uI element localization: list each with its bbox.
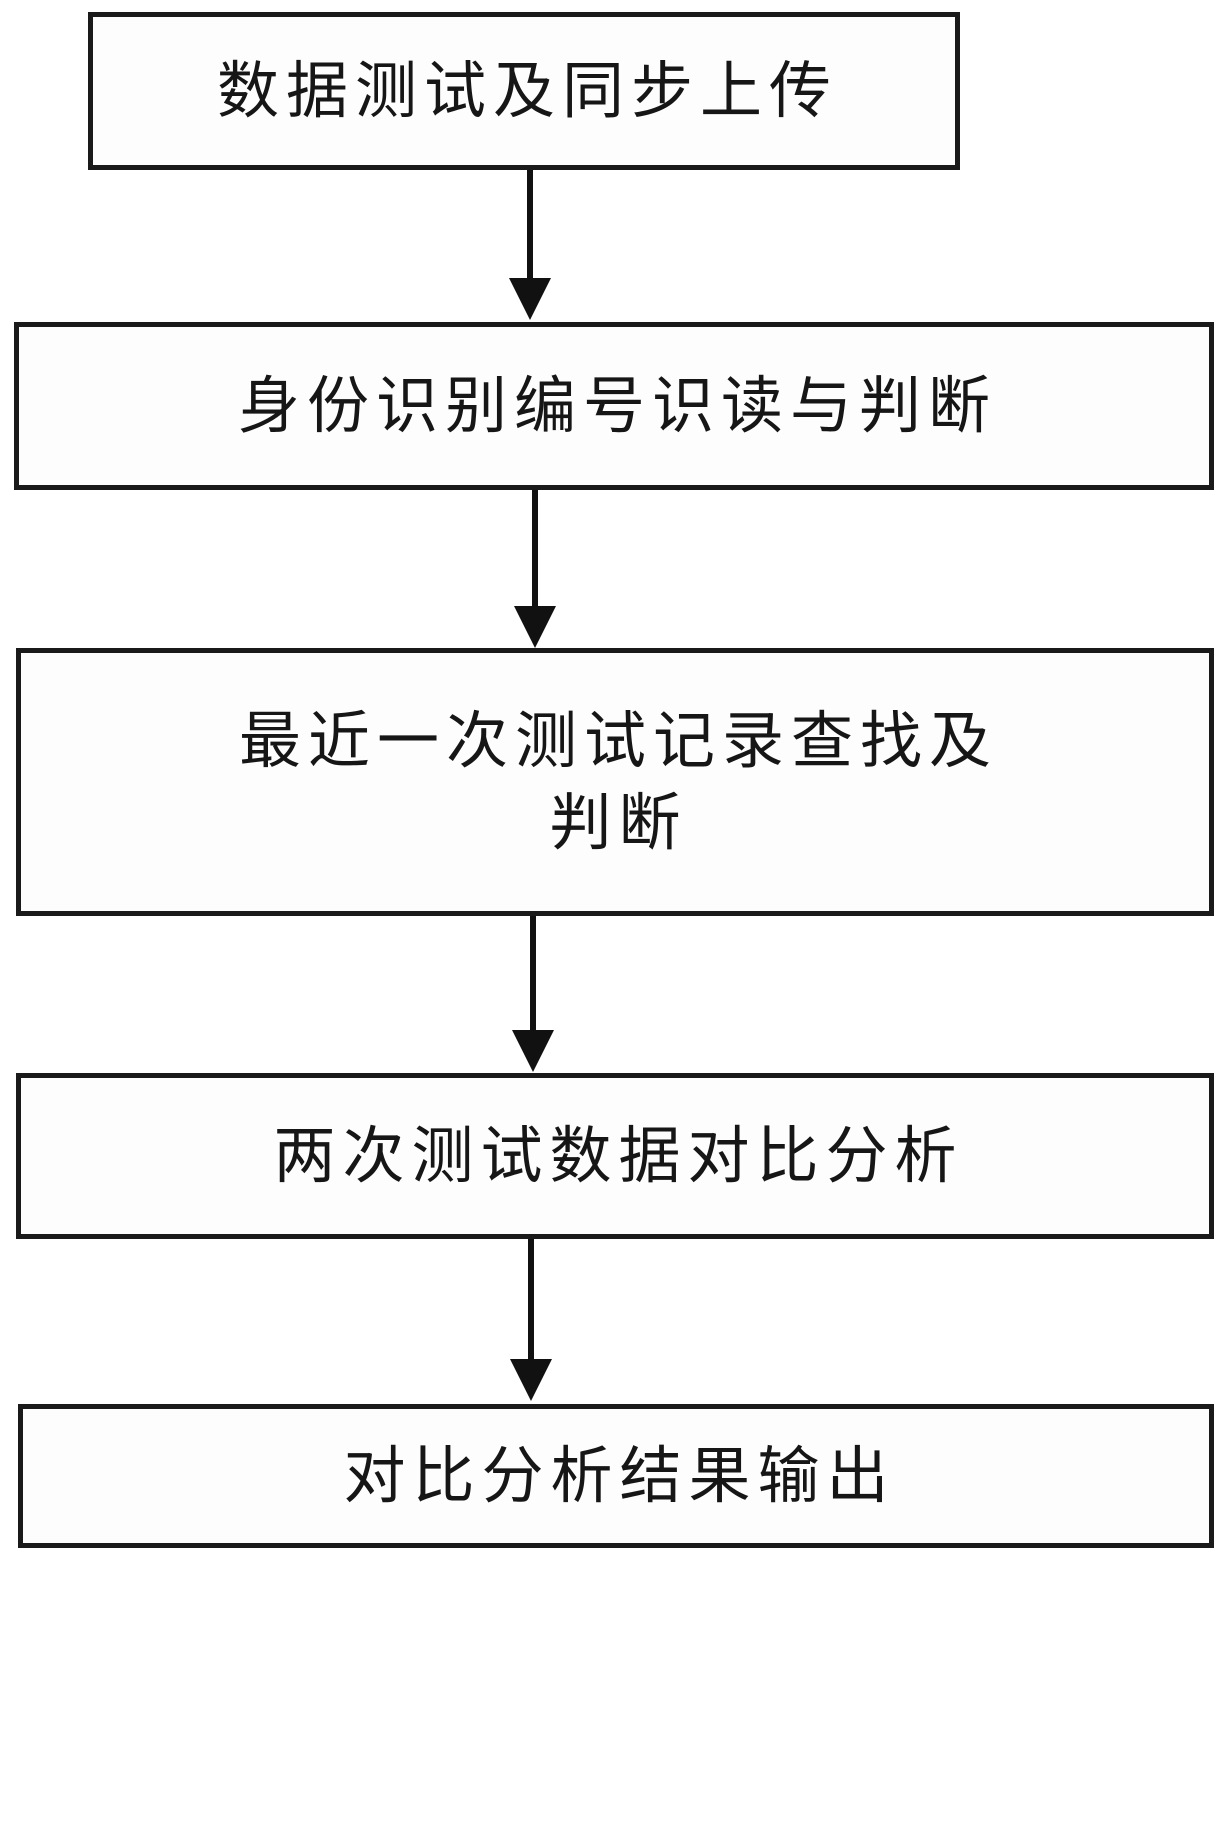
node-label-line: 数据测试及同步上传 [216, 54, 838, 128]
node-label-line: 对比分析结果输出 [343, 1439, 896, 1513]
arrow-head-down-icon [514, 606, 556, 648]
arrow-shaft [532, 490, 538, 610]
arrow-head-down-icon [510, 1359, 552, 1401]
flowchart-node-last-record-lookup[interactable]: 最近一次测试记录查找及 判断 [16, 648, 1214, 916]
flowchart-node-result-output[interactable]: 对比分析结果输出 [18, 1404, 1214, 1548]
node-label-line: 两次测试数据对比分析 [273, 1119, 964, 1193]
flowchart-node-data-test-upload[interactable]: 数据测试及同步上传 [88, 12, 960, 170]
node-label-line: 身份识别编号识读与判断 [237, 369, 997, 443]
arrow-shaft [527, 170, 533, 282]
arrow-head-down-icon [509, 278, 551, 320]
arrow-head-down-icon [512, 1030, 554, 1072]
node-label-line: 判断 [549, 786, 688, 859]
node-label-line: 最近一次测试记录查找及 [238, 704, 998, 778]
flowchart-node-compare-analysis[interactable]: 两次测试数据对比分析 [16, 1073, 1214, 1239]
flowchart-node-id-recognition[interactable]: 身份识别编号识读与判断 [14, 322, 1214, 490]
arrow-shaft [528, 1239, 534, 1363]
arrow-shaft [530, 916, 536, 1034]
